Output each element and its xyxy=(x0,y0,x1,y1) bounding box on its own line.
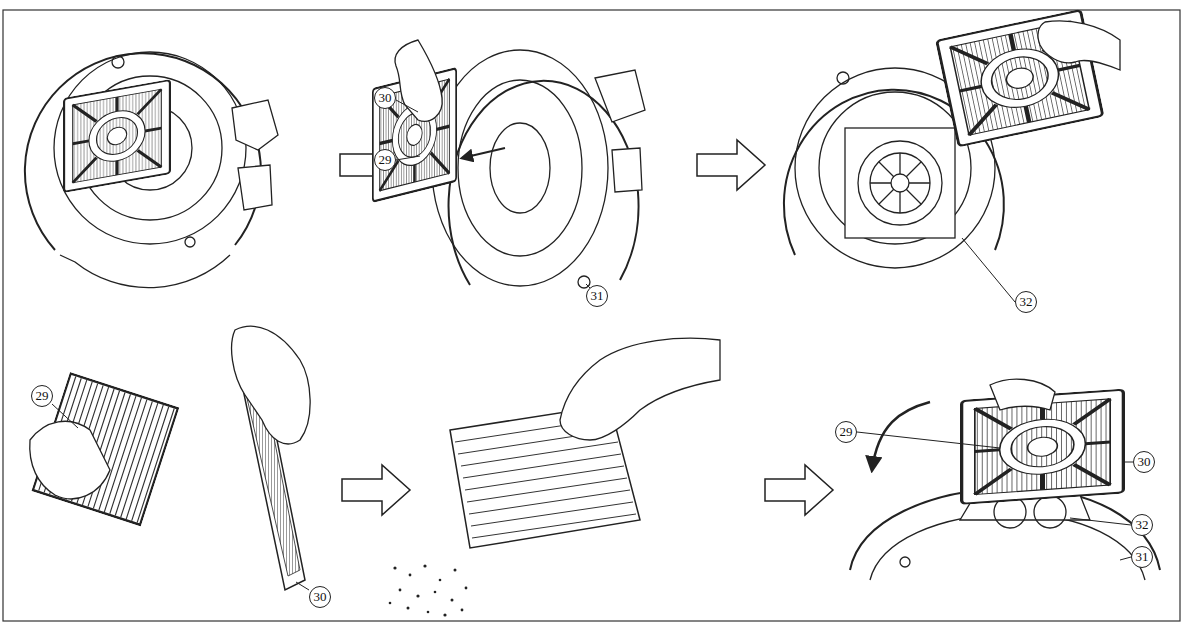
hand xyxy=(30,421,110,499)
direction-arrow xyxy=(462,148,505,158)
callout-number: 31 xyxy=(586,285,608,307)
hand xyxy=(1038,21,1120,70)
dust xyxy=(427,611,430,614)
hand xyxy=(232,326,311,444)
vacuum-housing xyxy=(578,276,590,288)
vacuum-housing xyxy=(870,514,1145,580)
frame xyxy=(3,10,1180,621)
callout-number: 29 xyxy=(374,149,396,171)
vacuum-housing xyxy=(595,70,645,122)
vacuum-housing xyxy=(612,148,642,192)
vacuum-housing xyxy=(490,123,550,213)
vacuum-housing xyxy=(858,141,942,225)
leader-line xyxy=(396,156,420,160)
vacuum-housing xyxy=(837,72,849,84)
dust xyxy=(407,607,410,610)
dust xyxy=(389,602,392,605)
dust xyxy=(393,566,396,569)
callout-number: 30 xyxy=(309,586,331,608)
leader-line xyxy=(296,582,309,590)
dust xyxy=(434,591,437,594)
vacuum-housing xyxy=(112,56,124,68)
vacuum-housing xyxy=(60,255,230,288)
callout-number: 31 xyxy=(1131,546,1153,568)
callout-number: 30 xyxy=(1133,451,1155,473)
dust xyxy=(454,569,457,572)
step-arrow xyxy=(697,140,765,190)
leader-line xyxy=(1125,462,1133,463)
vacuum-housing xyxy=(900,557,910,567)
vacuum-housing xyxy=(870,153,930,213)
dust xyxy=(451,599,454,602)
dust xyxy=(443,613,446,616)
vacuum-housing xyxy=(845,128,955,238)
callout-number: 32 xyxy=(1015,291,1037,313)
vacuum-housing xyxy=(1034,496,1066,528)
vacuum-housing xyxy=(232,100,278,150)
dust xyxy=(399,589,402,592)
leader-line xyxy=(1070,518,1131,525)
hand xyxy=(395,40,442,121)
callout-number: 29 xyxy=(835,421,857,443)
filter-frame xyxy=(64,80,170,192)
vacuum-housing xyxy=(870,153,930,213)
dust xyxy=(416,594,419,597)
dust xyxy=(423,564,426,567)
leader-line xyxy=(857,432,1000,448)
vacuum-housing xyxy=(238,165,272,210)
callout-number: 30 xyxy=(374,87,396,109)
vacuum-housing xyxy=(25,53,261,250)
dust xyxy=(409,574,412,577)
dust xyxy=(389,564,468,616)
dust xyxy=(465,587,468,590)
dust xyxy=(461,609,464,612)
callout-number: 29 xyxy=(31,385,53,407)
step-arrow xyxy=(342,465,410,515)
dust xyxy=(439,579,442,582)
hand xyxy=(990,379,1055,410)
leader-line xyxy=(52,404,78,428)
leader-line xyxy=(1120,557,1131,560)
vacuum-housing xyxy=(54,52,246,244)
leader-line xyxy=(396,100,590,288)
vacuum-housing xyxy=(432,50,608,286)
vacuum-housing xyxy=(819,92,971,244)
leader-line xyxy=(52,404,309,590)
leader-line xyxy=(857,432,1133,560)
vacuum-housing xyxy=(185,237,195,247)
leader-line xyxy=(962,238,1015,302)
leader-line xyxy=(396,100,418,112)
pleated-filter xyxy=(455,418,636,538)
hand xyxy=(560,338,720,440)
vacuum-housing xyxy=(432,50,645,288)
callout-number: 32 xyxy=(1131,514,1153,536)
vacuum-housing xyxy=(458,80,582,256)
vacuum-housing xyxy=(25,52,278,288)
step-arrow xyxy=(765,465,833,515)
direction-arrow xyxy=(872,402,930,470)
